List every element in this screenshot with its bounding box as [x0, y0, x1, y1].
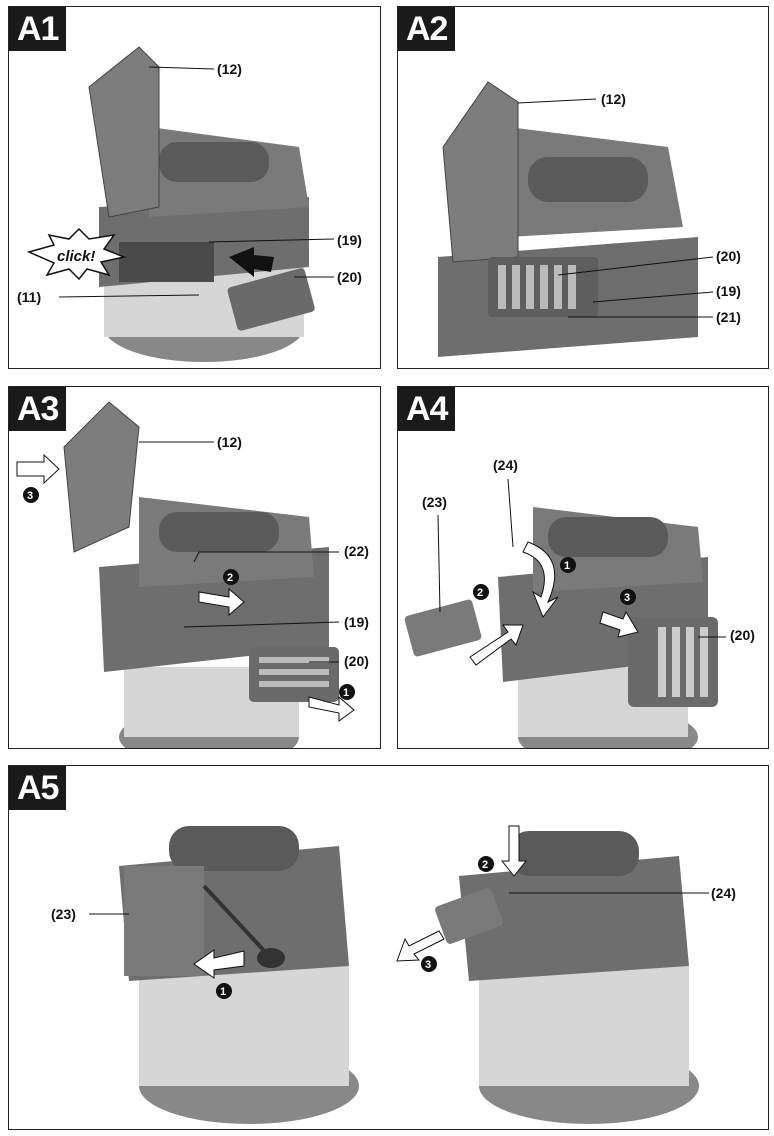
illustration-a3: 3 2 1 [16, 401, 355, 748]
step-1-label: 1 [343, 687, 349, 699]
step-1-label: 1 [220, 986, 226, 998]
callout-12: (12) [217, 434, 242, 450]
callout-22: (22) [344, 543, 369, 559]
callout-23: (23) [422, 494, 447, 510]
callout-19: (19) [716, 283, 741, 299]
panel-a5: 1 2 3 A5 (23) (24) [8, 765, 769, 1130]
callout-19: (19) [337, 232, 362, 248]
callout-20: (20) [730, 627, 755, 643]
panel-label: A3 [9, 387, 67, 431]
panel-a4: 1 2 3 A4 (24) (23) (20) [397, 386, 769, 749]
step-3-label: 3 [425, 959, 431, 971]
illustration-a1 [26, 46, 335, 362]
step-1-label: 1 [564, 560, 570, 572]
panel-label: A4 [398, 387, 456, 431]
burst-text: click! [57, 248, 96, 265]
callout-12: (12) [217, 61, 242, 77]
step-3-label: 3 [27, 490, 33, 502]
illustration-a2 [438, 81, 714, 357]
callout-20: (20) [716, 248, 741, 264]
callout-11: (11) [17, 289, 42, 305]
step-2-label: 2 [482, 859, 488, 871]
panel-label: A2 [398, 7, 456, 51]
illustration-a4: 1 2 3 [404, 478, 726, 748]
callout-21: (21) [716, 309, 741, 325]
step-3-label: 3 [624, 592, 630, 604]
panel-a2: A2 (12) (20) (19) (21) [397, 6, 769, 369]
callout-24: (24) [493, 457, 518, 473]
callout-24: (24) [711, 885, 736, 901]
panel-a3: 3 2 1 A3 (12) (22) (19) (20) [8, 386, 381, 749]
callout-19: (19) [344, 614, 369, 630]
step-2-label: 2 [227, 572, 233, 584]
callout-12: (12) [601, 91, 626, 107]
panel-label: A5 [9, 766, 67, 810]
illustration-a5: 1 2 3 [89, 825, 709, 1124]
panel-label: A1 [9, 7, 67, 51]
callout-20: (20) [344, 653, 369, 669]
callout-20: (20) [337, 269, 362, 285]
callout-23: (23) [51, 906, 76, 922]
panel-a1: A1 click! (12) (19) (20) (11) [8, 6, 381, 369]
step-2-label: 2 [477, 587, 483, 599]
